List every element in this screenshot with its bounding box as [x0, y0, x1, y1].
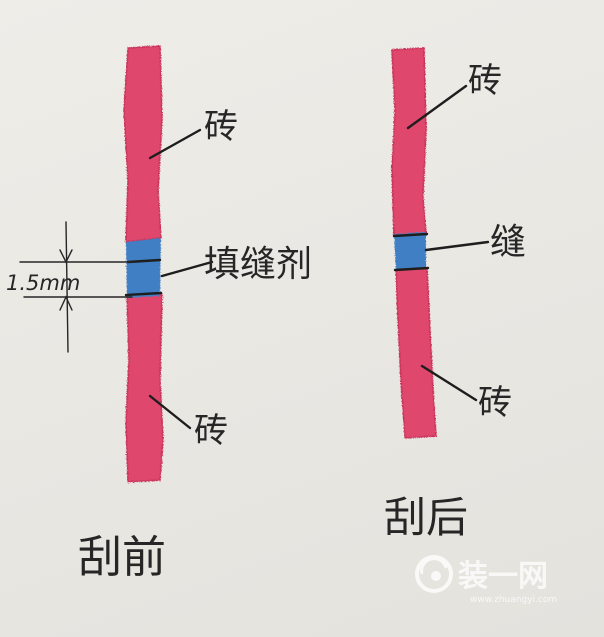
after-tile-top-label: 砖: [468, 61, 502, 101]
watermark-text: 装一网: [458, 559, 548, 594]
after-tile-bottom: [395, 267, 437, 439]
after-group: 砖 缝 砖 刮后: [384, 47, 526, 542]
before-grout-bottom-line: [124, 291, 163, 297]
dimension-arrow-bottom: [59, 295, 73, 311]
after-caption: 刮后: [384, 493, 468, 542]
dimension-vertical-line: [65, 221, 69, 353]
dimension-arrow-top: [59, 249, 73, 264]
before-leader-grout: [160, 260, 214, 278]
before-tile-bottom-label: 砖: [194, 411, 228, 451]
after-grout-bottom-line: [393, 266, 430, 272]
after-grout-joint: [394, 232, 426, 271]
after-tile-top: [391, 47, 427, 237]
swirl-logo-icon: [415, 555, 453, 593]
before-leader-top: [148, 128, 202, 160]
before-grout-label: 填缝剂: [204, 244, 312, 285]
before-tile-top: [123, 45, 163, 243]
after-grout-top-line: [392, 232, 429, 238]
after-leader-bottom: [420, 364, 478, 402]
before-tile-top-label: 砖: [204, 107, 238, 147]
after-grout-label: 缝: [490, 222, 526, 263]
watermark-subtext: www.zhuangyi.com: [470, 595, 557, 605]
before-tile-bottom: [125, 293, 164, 483]
after-tile-bottom-label: 砖: [478, 383, 512, 423]
dimension-label: 1.5mm: [6, 271, 80, 295]
before-leader-bottom: [148, 394, 192, 430]
watermark: 装一网 www.zhuangyi.com: [415, 555, 557, 605]
after-leader-top: [406, 84, 468, 130]
before-group: 1.5mm 砖 填缝剂 砖 刮前: [6, 45, 312, 583]
after-leader-grout: [424, 240, 490, 252]
before-caption: 刮前: [78, 532, 166, 583]
before-grout-top-line: [126, 258, 162, 264]
before-grout-filler: [126, 238, 161, 298]
